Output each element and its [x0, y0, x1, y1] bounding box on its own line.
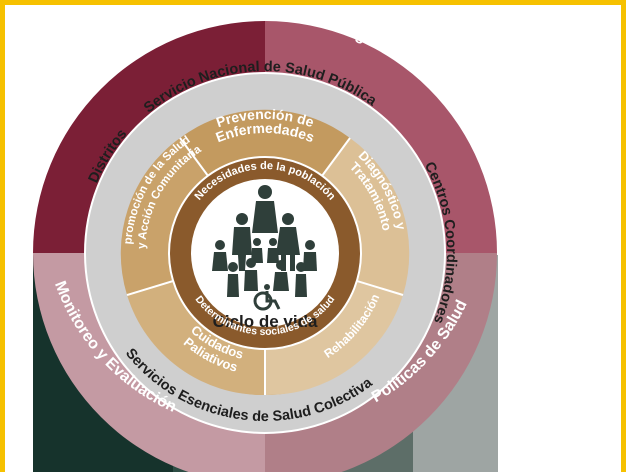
ring-outer-monitoreo [33, 253, 265, 472]
ring-brown-edge [168, 156, 362, 350]
ring-outer-acceso [33, 21, 265, 253]
center-title: Ciclo de vida [213, 312, 318, 331]
wheelchair-icon [253, 284, 281, 311]
health-system-diagram: Ciclo de vida Acceso Asignación de Recur… [33, 17, 522, 472]
ring-grey-edge [84, 72, 446, 434]
ring-outer-politicas [265, 253, 497, 472]
ring-outer-asignacion [265, 21, 497, 253]
family-figures-icon [212, 185, 317, 297]
